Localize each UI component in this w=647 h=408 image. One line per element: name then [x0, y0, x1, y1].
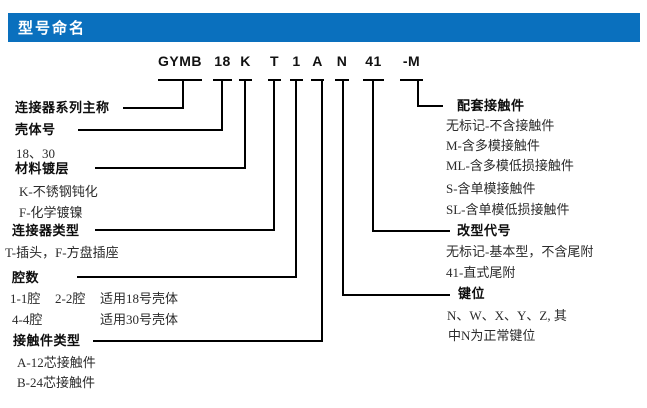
label-mating-m: M-含多模接触件	[446, 138, 540, 153]
label-key-line1: N、W、X、Y、Z, 其	[447, 308, 567, 323]
drop-line-series	[182, 79, 184, 109]
label-cavity-2-2: 2-2腔	[55, 291, 86, 306]
label-contact-heading: 接触件类型	[13, 333, 81, 348]
label-type-heading: 连接器类型	[12, 223, 80, 238]
label-shell-values: 18、30	[16, 146, 56, 161]
model-code-segment-type: T	[269, 53, 280, 69]
link-line-contact	[93, 340, 323, 342]
label-contact-item-a: A-12芯接触件	[17, 355, 96, 370]
label-key-heading: 键位	[458, 286, 486, 301]
model-code-segment-plating: K	[240, 53, 251, 69]
label-mating-none: 无标记-不含接触件	[446, 118, 555, 133]
link-line-key	[342, 294, 450, 296]
label-type-item: T-插头，F-方盘插座	[5, 245, 119, 260]
drop-line-contact	[321, 79, 323, 342]
section-title: 型号命名	[18, 20, 87, 37]
link-line-mating	[417, 105, 443, 107]
label-series-heading: 连接器系列主称	[15, 100, 110, 115]
label-mating-sl: SL-含单模低损接触件	[446, 202, 570, 217]
drop-line-plating	[244, 79, 246, 169]
label-variant-none: 无标记-基本型，不含尾附	[446, 244, 594, 259]
link-line-variant	[372, 230, 450, 232]
link-line-shell	[78, 129, 223, 131]
label-plating-item-f: F-化学镀镍	[19, 205, 83, 220]
model-code-segment-series: GYMB	[158, 53, 202, 69]
label-cavity-1-1: 1-1腔	[10, 291, 41, 306]
label-mating-ml: ML-含多模低损接触件	[446, 158, 574, 173]
label-cavity-heading: 腔数	[12, 270, 40, 285]
label-key-line2: 中N为正常键位	[448, 328, 536, 343]
section-header-bar: 型号命名	[8, 13, 640, 42]
label-mating-s: S-含单模接触件	[446, 181, 536, 196]
label-cavity-shell18: 适用18号壳体	[100, 291, 179, 306]
model-code-segment-key: N	[336, 53, 348, 69]
tick-mating	[400, 79, 423, 81]
label-cavity-shell30: 适用30号壳体	[100, 312, 179, 327]
label-cavity-4-4: 4-4腔	[12, 312, 43, 327]
tick-contact	[311, 79, 324, 81]
model-code-segment-shell: 18	[214, 53, 231, 69]
link-line-cavity	[77, 276, 297, 278]
drop-line-shell	[221, 79, 223, 131]
label-shell-heading: 壳体号	[15, 122, 56, 137]
model-code-segment-cavity: 1	[292, 53, 301, 69]
link-line-type	[95, 229, 275, 231]
model-code-segment-variant: 41	[365, 53, 382, 69]
link-line-plating	[95, 167, 246, 169]
label-variant-41: 41-直式尾附	[446, 265, 516, 280]
model-code-segment-mating: -M	[402, 53, 421, 69]
model-code-segment-contact: A	[312, 53, 323, 69]
label-mating-heading: 配套接触件	[457, 98, 525, 113]
label-variant-heading: 改型代号	[457, 223, 512, 238]
tick-series	[158, 79, 202, 81]
drop-line-key	[342, 79, 344, 296]
drop-line-type	[273, 79, 275, 231]
label-contact-item-b: B-24芯接触件	[17, 375, 96, 390]
drop-line-cavity	[295, 79, 297, 278]
link-line-series	[123, 107, 184, 109]
drop-line-variant	[372, 79, 374, 232]
label-plating-heading: 材料镀层	[15, 161, 70, 176]
label-plating-item-k: K-不锈钢钝化	[19, 184, 98, 199]
drop-line-mating	[417, 79, 419, 107]
